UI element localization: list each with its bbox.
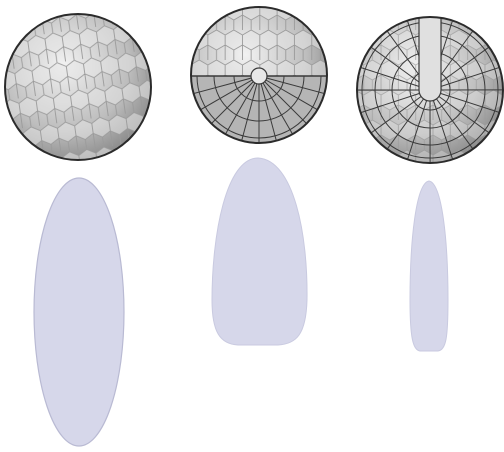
vertical-window bbox=[419, 15, 441, 101]
bullet-coverage bbox=[212, 158, 307, 345]
narrow-curtain-coverage bbox=[410, 181, 448, 351]
wide-ellipse-coverage bbox=[34, 178, 124, 446]
lens-hub bbox=[251, 68, 267, 84]
honeycomb-lens bbox=[0, 0, 171, 180]
half-segmented-lens bbox=[179, 0, 339, 156]
full-segmented-lens bbox=[350, 10, 504, 170]
